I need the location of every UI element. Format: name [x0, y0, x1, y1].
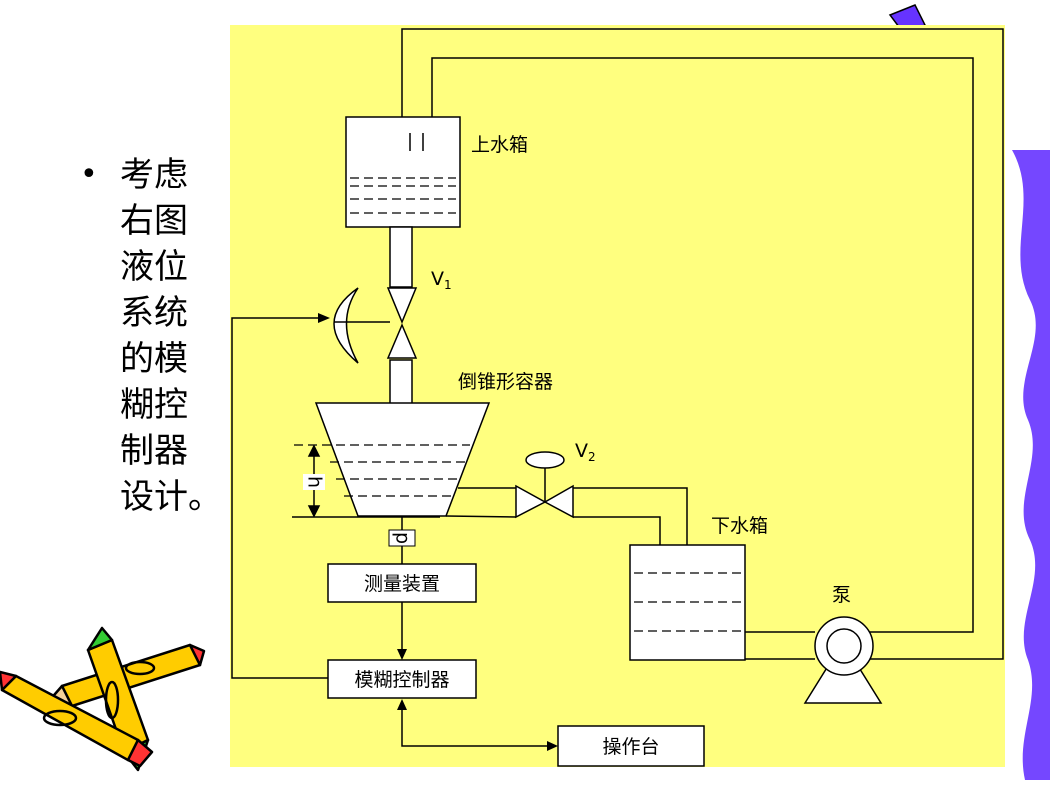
- valve-v2-label: V2: [575, 440, 596, 464]
- p-label-box: [388, 529, 416, 547]
- text-line-7: 制器: [120, 431, 188, 471]
- measure-device-label: 测量装置: [364, 573, 440, 595]
- controller-up-arrowhead: [397, 699, 407, 710]
- controller-console-link: [401, 708, 548, 747]
- text-line-3: 液位: [120, 247, 188, 287]
- control-feedback-line: [231, 317, 328, 679]
- text-line-2: 右图: [120, 201, 188, 241]
- console-label: 操作台: [602, 736, 659, 758]
- pencils-clipart: [0, 626, 206, 772]
- lower-tank-label: 下水箱: [711, 515, 768, 537]
- height-label: h: [304, 476, 326, 488]
- tank-to-pump-pipes: [745, 631, 815, 660]
- valve-v2: [515, 451, 574, 519]
- v1-subscript: 1: [444, 278, 452, 292]
- feedback-arrowhead: [318, 313, 330, 323]
- text-line-1: 考虑: [120, 155, 188, 195]
- purple-border-decoration: [1012, 150, 1050, 780]
- console-box: [557, 725, 705, 767]
- valve-v1-label: V1: [431, 268, 452, 292]
- valve-v1: [386, 287, 418, 359]
- cone-label: 倒锥形容器: [458, 371, 553, 393]
- upper-tank-label: 上水箱: [471, 134, 528, 156]
- h-label-box: [303, 474, 325, 490]
- outlet-pipe: [445, 487, 688, 545]
- text-line-6: 糊控: [120, 385, 188, 425]
- pump-icon: [803, 616, 883, 704]
- bullet: •: [80, 157, 98, 192]
- pressure-label: p: [392, 532, 414, 544]
- v1-letter: V: [431, 268, 444, 290]
- v1-actuator: [333, 287, 390, 364]
- v2-subscript: 2: [588, 450, 596, 464]
- lower-tank: [629, 544, 746, 661]
- text-line-4: 系统: [120, 293, 188, 333]
- upper-tank: [345, 116, 461, 228]
- pump-label: 泵: [832, 584, 851, 606]
- text-line-5: 的模: [120, 339, 188, 379]
- fuzzy-controller-box: [327, 659, 477, 699]
- console-arrowhead: [547, 741, 558, 751]
- v2-letter: V: [575, 440, 588, 462]
- measure-arrowhead: [397, 649, 407, 660]
- text-line-8: 设计。: [120, 477, 222, 517]
- fuzzy-controller-label: 模糊控制器: [354, 669, 449, 691]
- description-lines: 考虑 右图 液位 系统 的模 糊控 制器 设计。: [120, 152, 222, 520]
